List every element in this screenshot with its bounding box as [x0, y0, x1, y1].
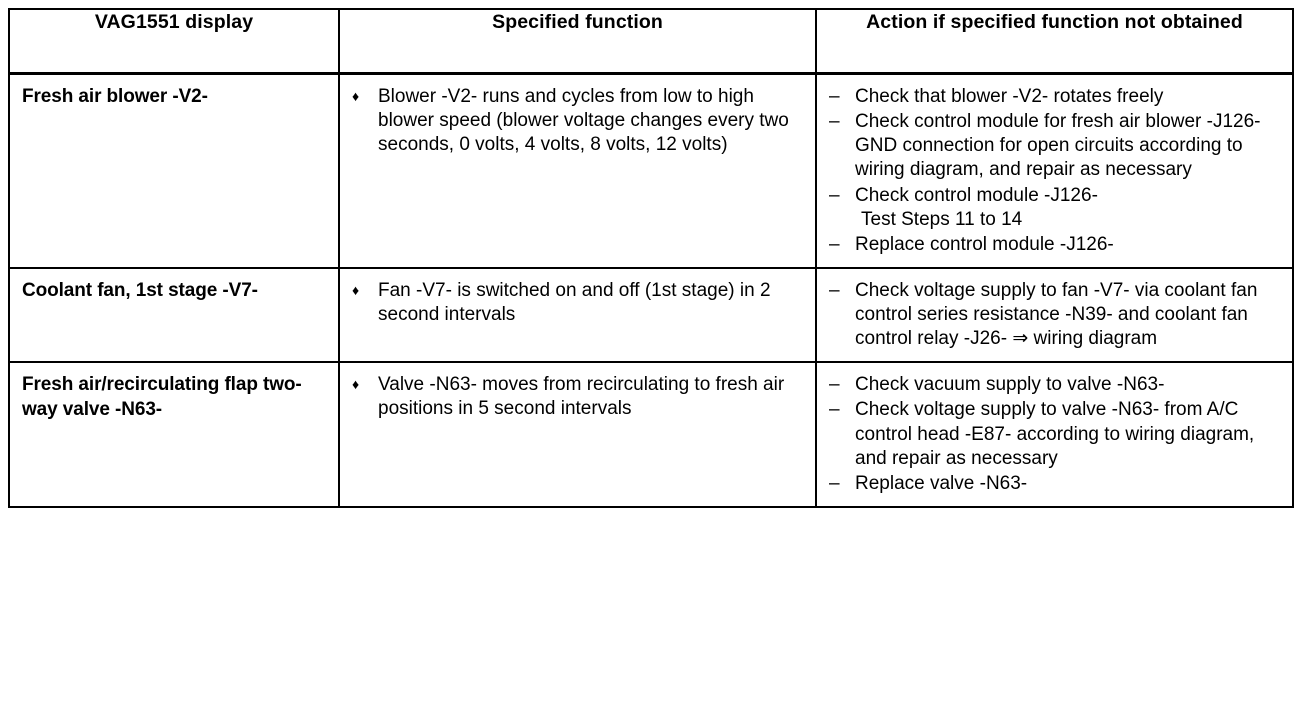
dash-list: – Check vacuum supply to valve -N63- – C…	[829, 373, 1282, 496]
cell-display: Fresh air/recirculating flap two-way val…	[8, 361, 340, 508]
list-item: – Check voltage supply to fan -V7- via c…	[829, 279, 1282, 351]
list-item-text: Valve -N63- moves from recirculating to …	[378, 374, 785, 420]
cell-display: Fresh air blower -V2-	[8, 71, 340, 269]
list-item-subline: Test Steps 11 to 14	[861, 208, 1023, 230]
display-name: Coolant fan, 1st stage -V7-	[22, 279, 258, 301]
diamond-bullet-icon: ♦	[352, 88, 360, 104]
cell-specified-function: ♦ Valve -N63- moves from recirculating t…	[338, 361, 817, 508]
bullet-list: ♦ Fan -V7- is switched on and off (1st s…	[352, 279, 805, 327]
dash-bullet-icon: –	[829, 472, 840, 494]
dash-bullet-icon: –	[829, 233, 840, 255]
list-item: ♦ Blower -V2- runs and cycles from low t…	[352, 85, 805, 157]
list-item: ♦ Valve -N63- moves from recirculating t…	[352, 373, 805, 421]
table-body: Fresh air blower -V2- ♦ Blower -V2- runs…	[8, 71, 1294, 508]
list-item-text: Replace valve -N63-	[855, 472, 1028, 494]
dash-list: – Check voltage supply to fan -V7- via c…	[829, 279, 1282, 351]
table-row: Coolant fan, 1st stage -V7- ♦ Fan -V7- i…	[8, 266, 1294, 364]
dash-bullet-icon: –	[829, 374, 840, 396]
cell-action: – Check that blower -V2- rotates freely …	[815, 71, 1294, 269]
specified-function-list: ♦ Valve -N63- moves from recirculating t…	[340, 363, 815, 431]
display-name: Fresh air/recirculating flap two-way val…	[22, 374, 302, 420]
bullet-list: ♦ Blower -V2- runs and cycles from low t…	[352, 85, 805, 157]
list-item-text: Fan -V7- is switched on and off (1st sta…	[378, 279, 771, 325]
list-item-text: Check vacuum supply to valve -N63-	[855, 374, 1165, 396]
specified-function-list: ♦ Blower -V2- runs and cycles from low t…	[340, 75, 815, 167]
list-item: – Replace control module -J126-	[829, 233, 1282, 257]
list-item-text: Blower -V2- runs and cycles from low to …	[378, 86, 789, 156]
list-item-text: Check that blower -V2- rotates freely	[855, 86, 1164, 107]
column-header-action-if-not-obtained: Action if specified function not obtaine…	[815, 8, 1294, 75]
table-row: Fresh air/recirculating flap two-way val…	[8, 361, 1294, 508]
table-header: VAG1551 display Specified function Actio…	[8, 8, 1294, 75]
list-item: – Check vacuum supply to valve -N63-	[829, 373, 1282, 397]
list-item: ♦ Fan -V7- is switched on and off (1st s…	[352, 279, 805, 327]
list-item-text: Check control module for fresh air blowe…	[855, 111, 1261, 181]
diamond-bullet-icon: ♦	[352, 281, 360, 298]
cell-display: Coolant fan, 1st stage -V7-	[8, 266, 340, 364]
dash-bullet-icon: –	[829, 86, 840, 107]
column-header-specified-function: Specified function	[338, 8, 817, 75]
dash-bullet-icon: –	[829, 184, 840, 206]
action-list: – Check that blower -V2- rotates freely …	[817, 75, 1292, 267]
dash-bullet-icon: –	[829, 111, 840, 133]
list-item-text: Check control module -J126-	[855, 184, 1098, 206]
list-item: – Check control module -J126- Test Steps…	[829, 184, 1282, 232]
list-item-text: Check voltage supply to valve -N63- from…	[855, 399, 1255, 469]
list-item: – Replace valve -N63-	[829, 472, 1282, 496]
column-header-vag1551-display: VAG1551 display	[8, 8, 340, 75]
list-item: – Check voltage supply to valve -N63- fr…	[829, 398, 1282, 470]
action-list: – Check vacuum supply to valve -N63- – C…	[817, 363, 1292, 506]
list-item-text: Replace control module -J126-	[855, 233, 1114, 255]
specified-function-list: ♦ Fan -V7- is switched on and off (1st s…	[340, 269, 815, 337]
list-item: – Check control module for fresh air blo…	[829, 110, 1282, 182]
dash-bullet-icon: –	[829, 279, 840, 301]
diagnosis-table: VAG1551 display Specified function Actio…	[8, 8, 1294, 508]
dash-bullet-icon: –	[829, 399, 840, 421]
list-item: – Check that blower -V2- rotates freely	[829, 85, 1282, 109]
list-item-text: Check voltage supply to fan -V7- via coo…	[855, 279, 1258, 350]
cell-specified-function: ♦ Blower -V2- runs and cycles from low t…	[338, 71, 817, 269]
bullet-list: ♦ Valve -N63- moves from recirculating t…	[352, 373, 805, 421]
diamond-bullet-icon: ♦	[352, 376, 360, 393]
cell-specified-function: ♦ Fan -V7- is switched on and off (1st s…	[338, 266, 817, 364]
dash-list: – Check that blower -V2- rotates freely …	[829, 85, 1282, 257]
display-name: Fresh air blower -V2-	[22, 86, 208, 107]
action-list: – Check voltage supply to fan -V7- via c…	[817, 269, 1292, 361]
table-row: Fresh air blower -V2- ♦ Blower -V2- runs…	[8, 71, 1294, 269]
cell-action: – Check voltage supply to fan -V7- via c…	[815, 266, 1294, 364]
cell-action: – Check vacuum supply to valve -N63- – C…	[815, 361, 1294, 508]
header-row: VAG1551 display Specified function Actio…	[8, 8, 1294, 75]
